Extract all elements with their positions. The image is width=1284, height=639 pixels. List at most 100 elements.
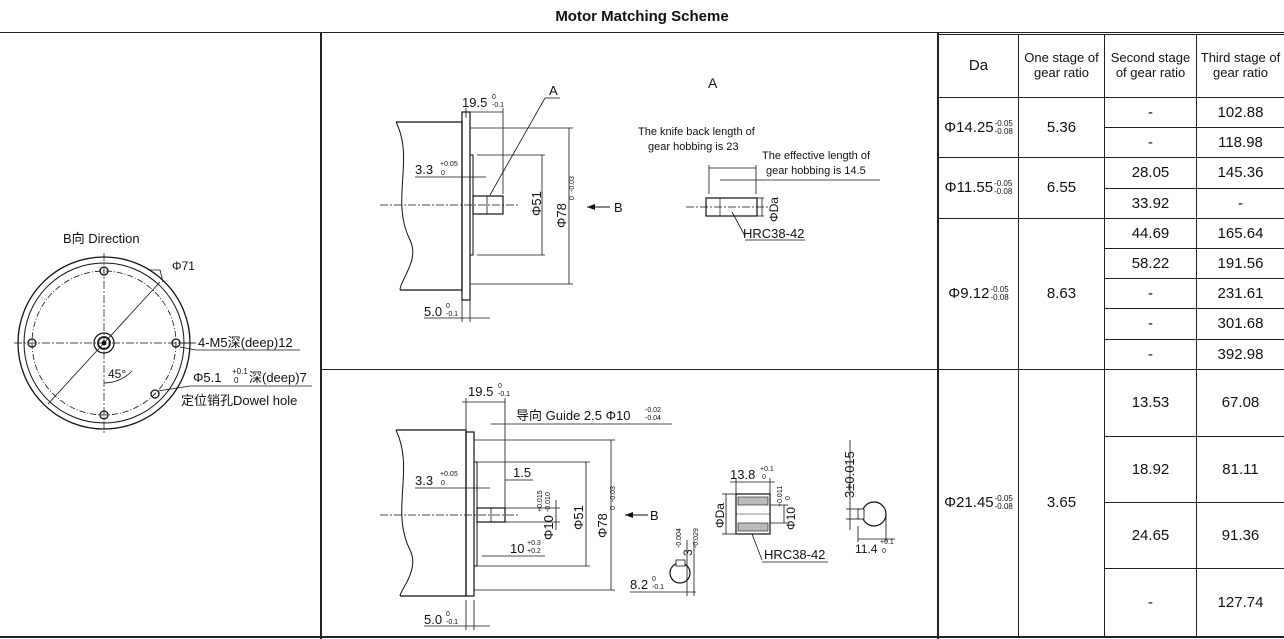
third-stage-cell-text: 81.11: [1222, 460, 1259, 478]
svg-text:-0.010: -0.010: [545, 492, 552, 512]
second-stage-cell: -: [1104, 127, 1196, 158]
svg-text:0: 0: [785, 496, 792, 500]
second-stage-cell-text: -: [1148, 134, 1153, 152]
svg-text:-0.03: -0.03: [610, 486, 617, 502]
effective-text-2: gear hobbing is 14.5: [766, 165, 866, 177]
da-tol-lower: -0.08: [994, 187, 1013, 197]
svg-text:0: 0: [569, 196, 576, 200]
svg-text:+0.3: +0.3: [527, 540, 541, 547]
third-stage-cell-text: 91.36: [1221, 526, 1260, 544]
second-stage-cell-text: 24.65: [1131, 526, 1170, 544]
bottom-da-label: ΦDa: [713, 503, 727, 528]
third-stage-cell: 231.61: [1196, 278, 1284, 309]
svg-text:-0.1: -0.1: [498, 391, 510, 398]
svg-text:+0.05: +0.05: [440, 161, 458, 168]
da-tol-lower: -0.08: [994, 126, 1013, 136]
bottom-dim-phi10: Φ10: [541, 515, 556, 540]
third-stage-cell-text: -: [1238, 194, 1243, 212]
dowel-label: 定位销孔Dowel hole: [181, 393, 297, 408]
third-stage-cell: 81.11: [1196, 435, 1284, 502]
da-tol-upper: -0.05: [994, 493, 1013, 503]
third-stage-cell-text: 127.74: [1217, 593, 1264, 611]
third-stage-cell: 67.08: [1196, 368, 1284, 436]
divider: [320, 33, 322, 639]
da-cell-text: Φ21.45: [944, 494, 994, 512]
second-stage-cell: -: [1104, 308, 1196, 339]
second-stage-cell-text: 33.92: [1131, 194, 1170, 212]
second-stage-cell-text: 28.05: [1131, 164, 1170, 182]
second-stage-cell: -: [1104, 278, 1196, 309]
second-stage-cell-text: -: [1148, 103, 1153, 121]
page-title: Motor Matching Scheme: [0, 0, 1284, 33]
third-stage-cell: 165.64: [1196, 217, 1284, 248]
dowel-tol-upper: +0.1: [232, 367, 248, 376]
svg-text:+0.05: +0.05: [440, 471, 458, 478]
second-stage-cell: 58.22: [1104, 248, 1196, 279]
key-3: 3: [681, 549, 695, 556]
key-3-pm: 3±0.015: [842, 451, 857, 498]
svg-text:0: 0: [492, 94, 496, 101]
guide-text: 导向 Guide 2.5 Φ10: [516, 408, 630, 423]
top-dim-3-3: 3.3: [415, 162, 433, 177]
second-stage-cell: 24.65: [1104, 501, 1196, 568]
top-dim-5-0: 5.0: [424, 304, 442, 319]
svg-text:0: 0: [610, 506, 617, 510]
top-da-label: ΦDa: [767, 197, 781, 222]
third-stage-cell: 102.88: [1196, 97, 1284, 128]
third-stage-cell-text: 191.56: [1217, 254, 1264, 272]
da-tolerance: -0.05-0.08: [994, 493, 1013, 511]
svg-text:0: 0: [762, 474, 766, 481]
top-view-a: A: [708, 75, 718, 91]
knife-text-1: The knife back length of: [638, 126, 756, 138]
second-stage-cell: -: [1104, 338, 1196, 369]
svg-text:+0.2: +0.2: [527, 548, 541, 555]
svg-text:0: 0: [652, 576, 656, 583]
svg-text:+0.1: +0.1: [880, 539, 894, 546]
svg-text:0: 0: [882, 548, 886, 555]
third-stage-cell-text: 102.88: [1217, 103, 1264, 121]
top-arrow-b: B: [614, 200, 623, 215]
svg-text:-0.1: -0.1: [446, 619, 458, 626]
one-stage-cell: 5.36: [1018, 97, 1104, 158]
dim-8-2: 8.2: [630, 577, 648, 592]
svg-text:+0.011: +0.011: [777, 486, 784, 507]
angle-label: 45°: [108, 367, 126, 381]
b-direction-view: B向 Direction Φ71 45° 4-M5深(deep)12 Φ5.1 …: [14, 231, 312, 433]
direction-label: B向 Direction: [63, 231, 140, 246]
second-stage-cell: -: [1104, 97, 1196, 128]
header-da-text: Da: [968, 57, 989, 75]
one-stage-cell: 8.63: [1018, 217, 1104, 369]
bottom-shaft-drawing: 19.5 0 -0.1 导向 Guide 2.5 Φ10 -0.02 -0.04…: [380, 383, 895, 630]
da-tolerance: -0.05-0.08: [994, 118, 1013, 136]
da-tol-upper: -0.05: [990, 284, 1009, 294]
da-tol-upper: -0.05: [994, 118, 1013, 128]
header-da: Da: [938, 34, 1018, 97]
da-cell-text: Φ14.25: [944, 119, 994, 137]
third-stage-cell: 301.68: [1196, 308, 1284, 339]
third-stage-cell: 91.36: [1196, 501, 1284, 568]
top-hrc: HRC38-42: [743, 226, 804, 241]
third-stage-cell: 127.74: [1196, 567, 1284, 636]
bottom-dim-19-5: 19.5: [468, 384, 493, 399]
svg-text:-0.1: -0.1: [652, 584, 664, 591]
header-third-stage: Third stage of gear ratio: [1196, 34, 1284, 97]
dowel-depth: 深(deep)7: [249, 370, 307, 385]
bottom-dim-3-3: 3.3: [415, 473, 433, 488]
second-stage-cell-text: 18.92: [1131, 460, 1170, 478]
dim-11-4: 11.4: [855, 542, 878, 556]
third-stage-cell-text: 145.36: [1217, 164, 1264, 182]
one-stage-cell-text: 8.63: [1046, 285, 1077, 303]
divider: [0, 636, 1284, 638]
bottom-dim-5-0: 5.0: [424, 612, 442, 627]
bottom-hrc: HRC38-42: [764, 547, 825, 562]
effective-text-1: The effective length of: [762, 150, 871, 162]
header-one-stage: One stage of gear ratio: [1018, 34, 1104, 97]
second-stage-cell-text: 44.69: [1131, 224, 1170, 242]
da-cell: Φ9.12-0.05-0.08: [938, 217, 1018, 369]
second-stage-cell: 18.92: [1104, 435, 1196, 502]
svg-text:-0.02: -0.02: [645, 407, 661, 414]
da-tol-lower: -0.08: [990, 292, 1009, 302]
da-tolerance: -0.05-0.08: [990, 284, 1009, 302]
bottom-dim-10: 10: [510, 541, 524, 556]
